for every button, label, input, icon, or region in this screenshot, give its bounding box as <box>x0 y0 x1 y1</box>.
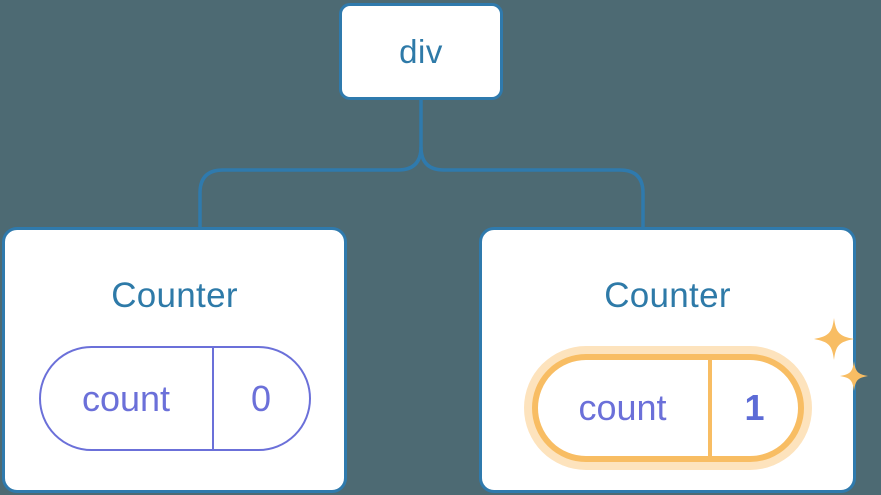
state-pill-wrapper: count 0 <box>38 346 311 451</box>
connector-branch-left <box>198 146 423 229</box>
component-title: Counter <box>111 276 238 315</box>
state-pill-value: 1 <box>712 360 798 456</box>
state-pill-key: count <box>538 360 712 456</box>
connector-branch-right <box>419 146 645 229</box>
component-card-counter-left[interactable]: Counter count 0 <box>2 227 347 493</box>
state-value-label: 0 <box>250 377 272 419</box>
state-pill-value: 0 <box>214 348 309 449</box>
sparkle-large <box>813 318 854 360</box>
state-pill-wrapper: count 1 <box>523 318 868 470</box>
state-pill-count-highlighted[interactable]: count 1 <box>531 354 804 462</box>
state-key-label: count <box>578 387 667 428</box>
state-pill-key: count <box>41 348 214 449</box>
node-root-div[interactable]: div <box>339 3 503 100</box>
component-title: Counter <box>604 276 731 315</box>
component-card-counter-right[interactable]: Counter count 1 <box>479 227 868 493</box>
state-key-label: count <box>81 377 171 419</box>
state-pill-count[interactable]: count 0 <box>38 346 311 451</box>
state-pill-highlight-glow: count 1 <box>523 346 812 470</box>
state-value-label: 1 <box>744 387 765 428</box>
node-root-label: div <box>399 33 443 70</box>
